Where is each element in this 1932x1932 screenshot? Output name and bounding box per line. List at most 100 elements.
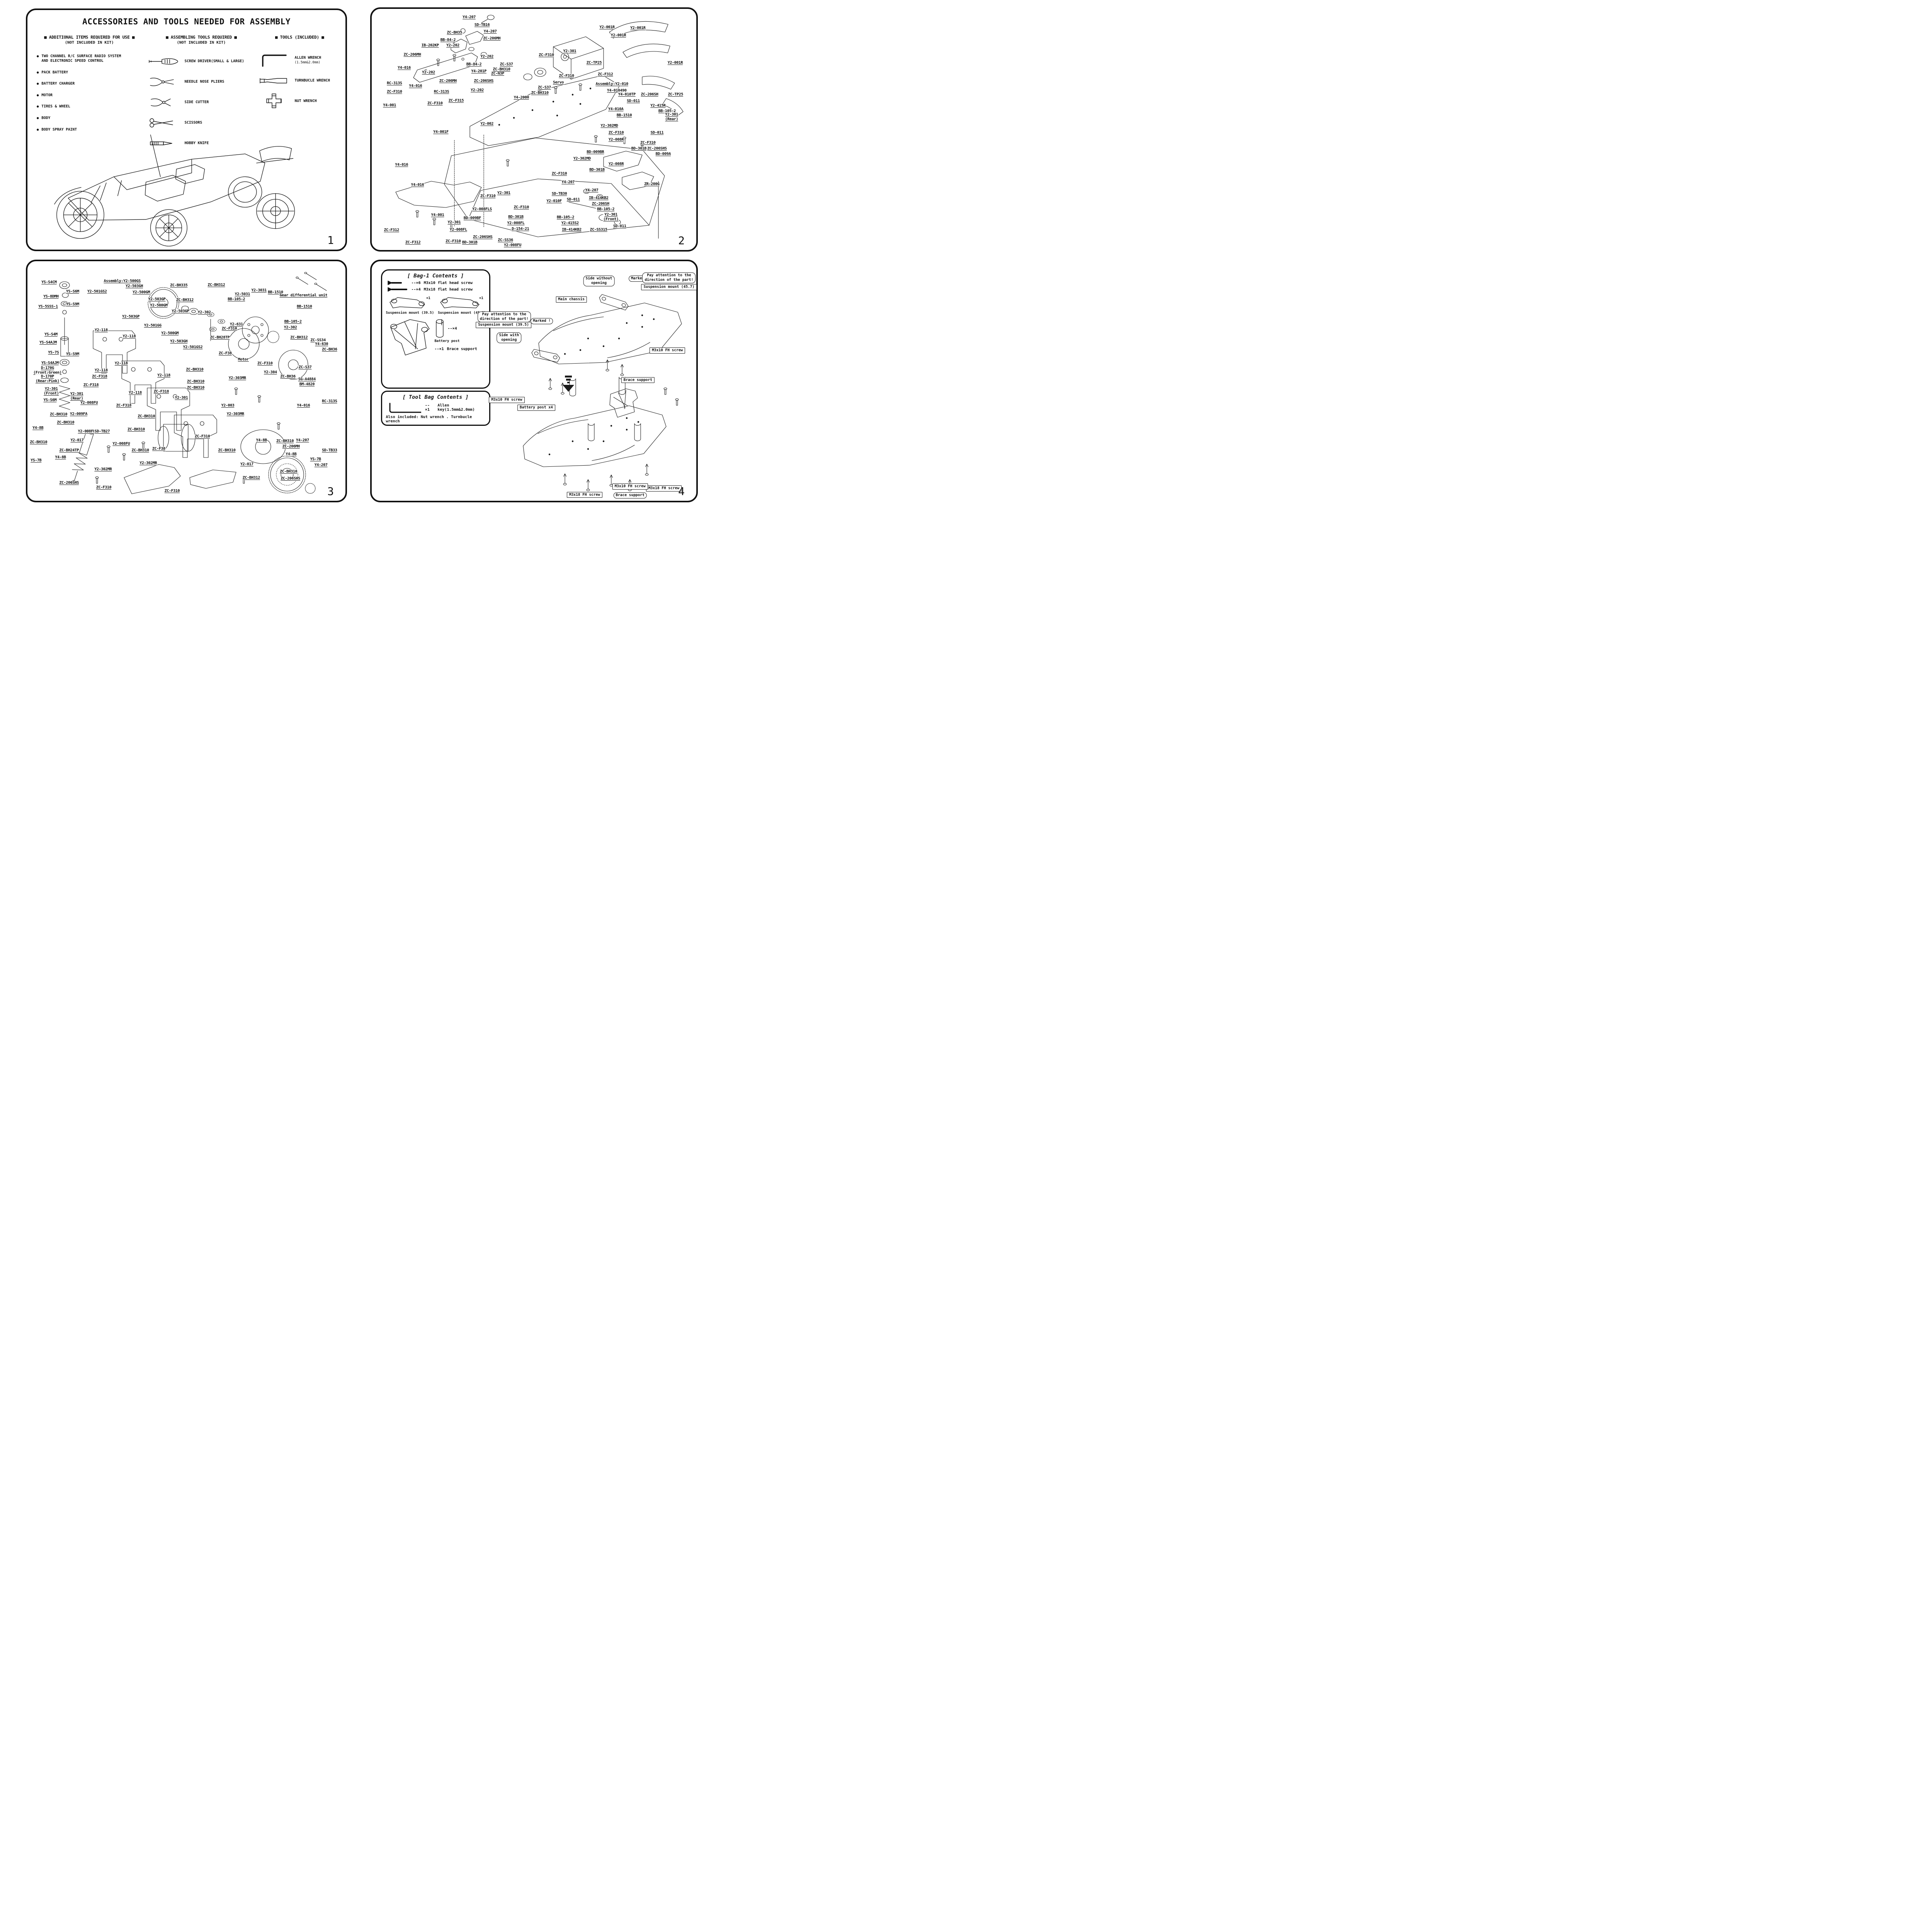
- list-item: BODY: [37, 116, 145, 121]
- part-label: ZC-F310: [513, 205, 529, 210]
- part-label: Y2-008FU: [112, 442, 131, 447]
- part-label: YS-7B: [30, 458, 42, 463]
- part-label: ZC-BH310: [185, 367, 204, 372]
- part-label: Y2-503GP: [121, 315, 140, 320]
- part-label: Y2-302: [283, 325, 298, 330]
- part-label: ZC-F310: [551, 171, 568, 176]
- part-label: Y2-302MR: [94, 467, 112, 472]
- part-label: Y2-501GG: [143, 323, 162, 328]
- column-header: ■ ADDITIONAL ITEMS REQUIRED FOR USE ■: [44, 35, 135, 40]
- list-item: PACK BATTERY: [37, 70, 145, 75]
- part-label: BD-009BF: [463, 216, 481, 221]
- part-label: Y4-201P: [471, 69, 487, 74]
- part-label: Y2-303MR: [226, 412, 245, 417]
- part-label: Y4-001: [383, 103, 397, 108]
- part-label: YS-S9M: [65, 352, 80, 357]
- part-label: ZC-BH310: [56, 420, 75, 425]
- part-label: ZC-SS315: [589, 227, 608, 232]
- part-label: BD-301B: [631, 146, 647, 151]
- part-label: YS-8DMH: [43, 294, 59, 299]
- part-label: ZC-BH310: [186, 379, 205, 384]
- part-label: ZC-BH310: [131, 448, 150, 453]
- part-label: Y2-202: [470, 88, 484, 93]
- part-label: Y4-200H: [513, 95, 529, 100]
- part-label: IB-414KB2: [561, 227, 582, 232]
- part-label: Servo: [552, 80, 565, 85]
- part-label: Y2-008FU: [77, 429, 96, 434]
- part-label: ZC-F310: [538, 53, 554, 58]
- part-label: Y4-016: [395, 162, 409, 167]
- part-label: Y2-008FU: [503, 243, 522, 248]
- callout: Pay attention to the direction of the pa…: [477, 311, 531, 323]
- part-label: Y2-301 (Rear): [70, 392, 84, 401]
- part-label: Motor: [237, 357, 249, 362]
- part-label: Y2-5031: [234, 292, 251, 297]
- part-label: Y4-207: [483, 29, 497, 34]
- suspension-mount-39: ×1 Suspension mount (39.5): [386, 294, 434, 315]
- tool-bag-note: Also included: Nut wrench . Turnbucle wr…: [386, 415, 472, 423]
- part-label: RC-313S: [433, 90, 450, 95]
- column-header: ■ TOOLS (INCLUDED) ■: [275, 35, 324, 40]
- suspension-mount-icon: ×1: [440, 296, 483, 308]
- part-label: Y2-001R: [667, 60, 684, 65]
- part-label: BB-105-2: [227, 297, 246, 302]
- allen-wrench-icon: [262, 54, 287, 67]
- tool-row: ALLEN WRENCH (1.5mm&2.0mm): [257, 50, 342, 70]
- part-label: Y2-631: [229, 322, 243, 327]
- tool-row: SCREW DRIVER(SMALL & LARGE): [147, 51, 255, 71]
- part-label: ZC-BH310: [49, 412, 68, 417]
- part-label: Y2-118: [114, 361, 128, 366]
- part-label: Y2-003: [221, 403, 235, 408]
- part-label: ZC-BH310: [218, 448, 236, 453]
- part-label: ZC-BH310: [137, 414, 156, 419]
- part-label: ZC-S37: [298, 365, 312, 370]
- part-label: ZC-F310: [427, 101, 443, 106]
- part-label: ZC-BH310: [276, 439, 294, 444]
- part-label: Y2-002: [480, 122, 494, 127]
- part-label: D-170P (Rear:Pink): [35, 374, 60, 384]
- part-label: Y2-501GS2: [182, 345, 203, 350]
- callout: Pay attention to the direction of the pa…: [642, 272, 696, 284]
- part-label: ZC-BH312: [242, 476, 260, 481]
- part-label: Y2-303MR: [228, 376, 247, 381]
- part-label: Y2-008FLS: [472, 207, 492, 212]
- part-label: ZC-SS36: [497, 238, 514, 243]
- part-label: YS-S4AJM: [41, 361, 59, 366]
- part-label: ZC-206SH: [640, 92, 659, 97]
- part-label: Y2-503GP: [171, 309, 190, 314]
- part-label: Y2-301: [174, 396, 189, 401]
- tool-bag-contents-box: [ Tool Bag Contents ] --×1 Allen key(1.5…: [381, 390, 490, 426]
- part-label: ZC-S37: [537, 85, 551, 90]
- part-label: BD-009A: [655, 152, 671, 157]
- part-label: Y2-202: [422, 70, 435, 75]
- allen-size-note: (1.5mm&2.0mm): [294, 60, 320, 65]
- part-label: BB-105-2: [556, 215, 575, 220]
- part-label: ZC-F310: [445, 239, 461, 244]
- part-label: Y4-207: [296, 438, 310, 443]
- part-label: ZC-BH335: [170, 283, 188, 288]
- part-label: Y4-016: [296, 403, 311, 408]
- part-label: ZC-F310: [194, 434, 211, 439]
- part-label: Y2-501GS2: [87, 289, 107, 294]
- flat-head-screw-icon: [387, 281, 402, 285]
- list-item: MOTOR: [37, 93, 145, 98]
- tool-row: SIDE CUTTER: [147, 92, 255, 112]
- turnbuckle-wrench-icon: [260, 78, 287, 83]
- part-label: Assembly:Y2-010: [595, 82, 629, 87]
- panel-1-accessories: ACCESSORIES AND TOOLS NEEDED FOR ASSEMBL…: [26, 9, 347, 251]
- part-label: ZC-206SHS: [647, 146, 667, 151]
- part-label: BB-1510: [296, 304, 313, 310]
- part-label: ZC-F318: [83, 383, 99, 388]
- page-number: 2: [678, 234, 685, 247]
- part-label: ZC-F310: [558, 74, 575, 79]
- bag1-screw-row: --×6 M3x10 flat head screw: [382, 279, 489, 286]
- part-label: ZC-F310: [164, 489, 180, 494]
- callout: M3x10 FH screw: [612, 483, 648, 490]
- side-cutter-icon: [151, 98, 171, 106]
- part-label: SD-TB27: [94, 429, 111, 434]
- callout: M3x18 FH screw: [646, 485, 682, 492]
- callout: Suspension mount (39.5): [476, 321, 531, 328]
- part-label: Y2-415R: [650, 103, 666, 108]
- part-label: ZC-TP25: [586, 61, 602, 66]
